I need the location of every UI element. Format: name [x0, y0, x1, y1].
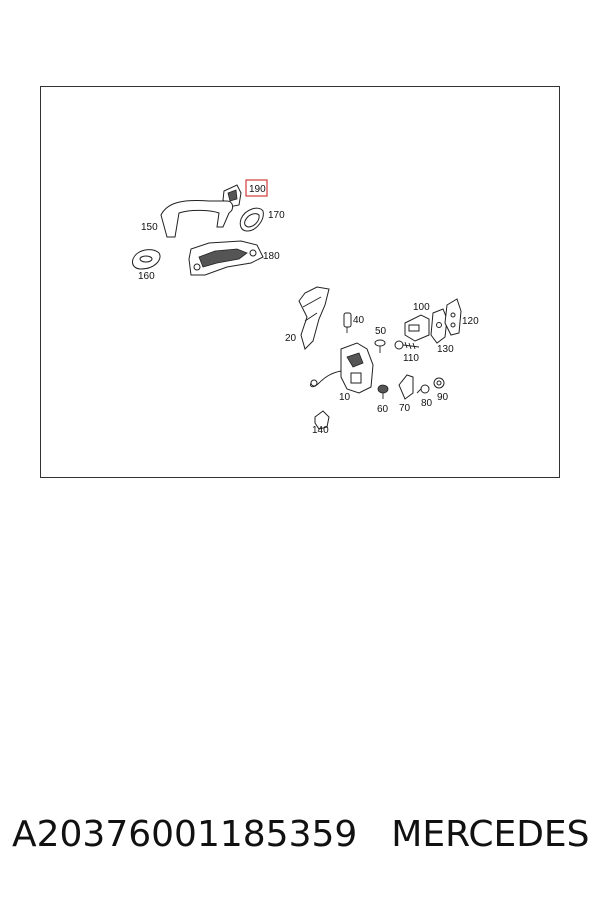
callout-190: 190 — [249, 184, 266, 195]
part-100-striker[interactable] — [404, 314, 430, 342]
part-number: A20376001185359 — [12, 813, 358, 855]
callout-150: 150 — [141, 222, 158, 233]
callout-10: 10 — [339, 392, 351, 403]
callout-80: 80 — [421, 398, 433, 409]
part-40-clip[interactable] — [343, 312, 352, 333]
part-120-plate[interactable] — [444, 298, 462, 336]
callout-90: 90 — [437, 392, 449, 403]
parts-diagram-frame: 190 150 170 160 180 20 — [40, 86, 560, 478]
part-90-nut[interactable] — [433, 377, 445, 389]
callout-170: 170 — [268, 210, 285, 221]
part-80-screw[interactable] — [416, 384, 430, 394]
brand-name: MERCEDES — [391, 813, 590, 855]
callout-20: 20 — [285, 333, 297, 344]
part-180-handle-carrier[interactable] — [188, 240, 264, 276]
part-160-seal[interactable] — [132, 249, 161, 270]
part-150-door-handle[interactable] — [160, 200, 234, 238]
callout-40: 40 — [353, 315, 365, 326]
part-10-door-lock[interactable] — [310, 342, 374, 394]
part-20-bracket[interactable] — [298, 286, 330, 350]
callout-180: 180 — [263, 251, 280, 262]
callout-100: 100 — [413, 302, 430, 313]
callout-110: 110 — [403, 353, 419, 364]
part-110-screw[interactable] — [394, 340, 420, 350]
part-170-gasket[interactable] — [239, 207, 264, 232]
callout-70: 70 — [399, 403, 411, 414]
part-140-grommet[interactable] — [314, 410, 330, 430]
callout-50: 50 — [375, 326, 387, 337]
callout-160: 160 — [138, 271, 155, 282]
callout-60: 60 — [377, 404, 389, 415]
part-130-spacer[interactable] — [430, 308, 448, 344]
part-60-bolt[interactable] — [377, 384, 389, 399]
parts-diagram: 190 150 170 160 180 20 — [132, 179, 479, 436]
part-70-bracket[interactable] — [398, 374, 414, 400]
callout-190-highlight-box — [245, 179, 268, 197]
callout-120: 120 — [462, 316, 479, 327]
part-50-bolt[interactable] — [374, 339, 386, 353]
caption: A20376001185359 MERCEDES — [12, 808, 592, 860]
callout-130: 130 — [437, 344, 454, 355]
callout-140: 140 — [312, 425, 329, 436]
